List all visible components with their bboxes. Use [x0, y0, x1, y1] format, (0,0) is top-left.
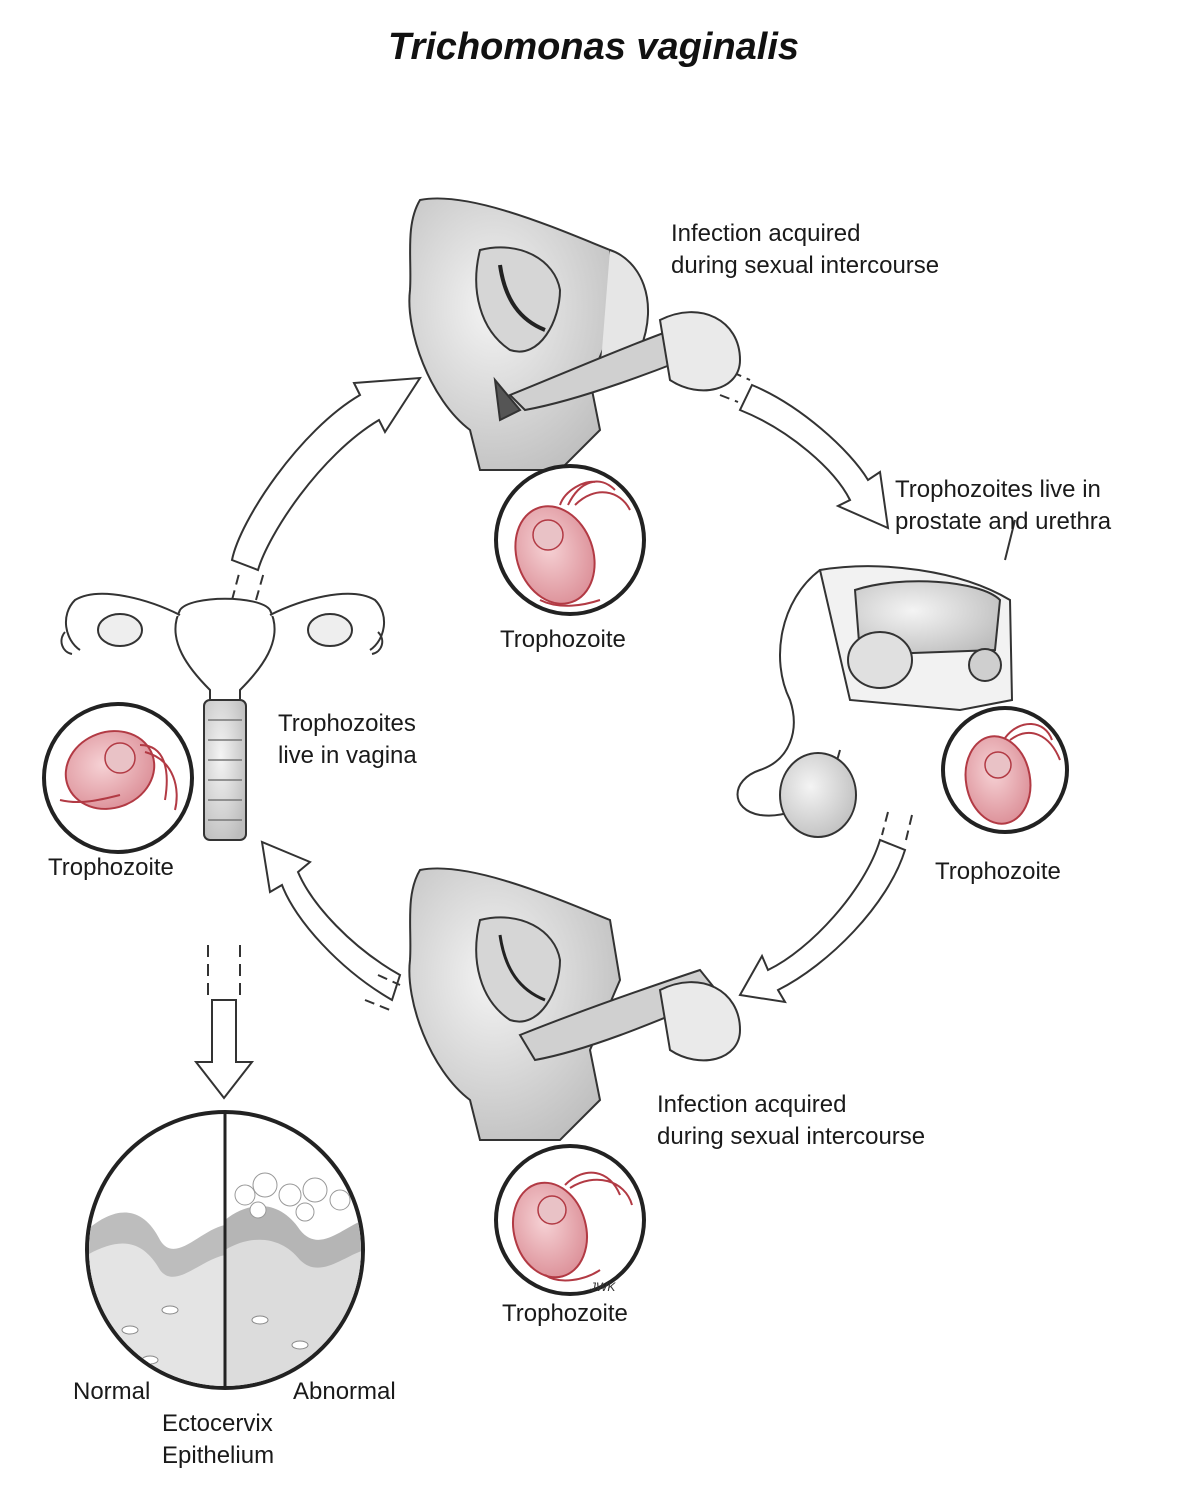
epithelium-normal-label: Normal — [73, 1378, 151, 1405]
arrow-bottom-right — [738, 811, 913, 1004]
epithelium-abnormal-label: Abnormal — [293, 1378, 396, 1405]
trophozoite-label-left: Trophozoite — [48, 854, 174, 881]
male-anatomy — [736, 519, 1016, 838]
arrow-bottom-left — [260, 840, 402, 1011]
infection-label-bottom-line2: during sexual intercourse — [657, 1123, 926, 1150]
trophozoite-label-right: Trophozoite — [935, 858, 1061, 885]
vagina-site-label-line1: Trophozoites — [278, 710, 416, 737]
trophozoite-label-top: Trophozoite — [500, 626, 626, 653]
trophozoite-top-circle — [494, 464, 646, 616]
top-sagittal-anatomy — [408, 197, 742, 471]
female-reproductive-tract — [60, 592, 386, 841]
trophozoite-right-circle — [941, 706, 1069, 834]
trophozoite-label-bottom: Trophozoite — [502, 1300, 628, 1327]
vagina-site-label-line2: live in vagina — [278, 742, 417, 769]
trophozoite-left-circle — [42, 702, 194, 854]
arrow-top-left — [230, 376, 422, 601]
ectocervix-label-line1: Ectocervix — [162, 1410, 273, 1437]
infection-label-bottom-line1: Infection acquired — [657, 1091, 847, 1118]
epithelium-circle — [85, 1110, 365, 1390]
male-site-label-line2: prostate and urethra — [895, 508, 1112, 535]
ectocervix-label-line2: Epithelium — [162, 1442, 275, 1469]
arrow-top-right — [719, 371, 890, 530]
arrow-down-to-epithelium — [193, 945, 255, 1100]
infection-label-top-line2: during sexual intercourse — [671, 252, 940, 279]
infection-label-top-line1: Infection acquired — [671, 220, 861, 247]
diagram-title: Trichomonas vaginalis — [387, 26, 800, 68]
trophozoite-bottom-circle — [494, 1144, 646, 1296]
artist-signature: JWK — [590, 1280, 616, 1294]
male-site-label-line1: Trophozoites live in — [895, 476, 1101, 503]
bottom-sagittal-anatomy — [408, 867, 742, 1141]
